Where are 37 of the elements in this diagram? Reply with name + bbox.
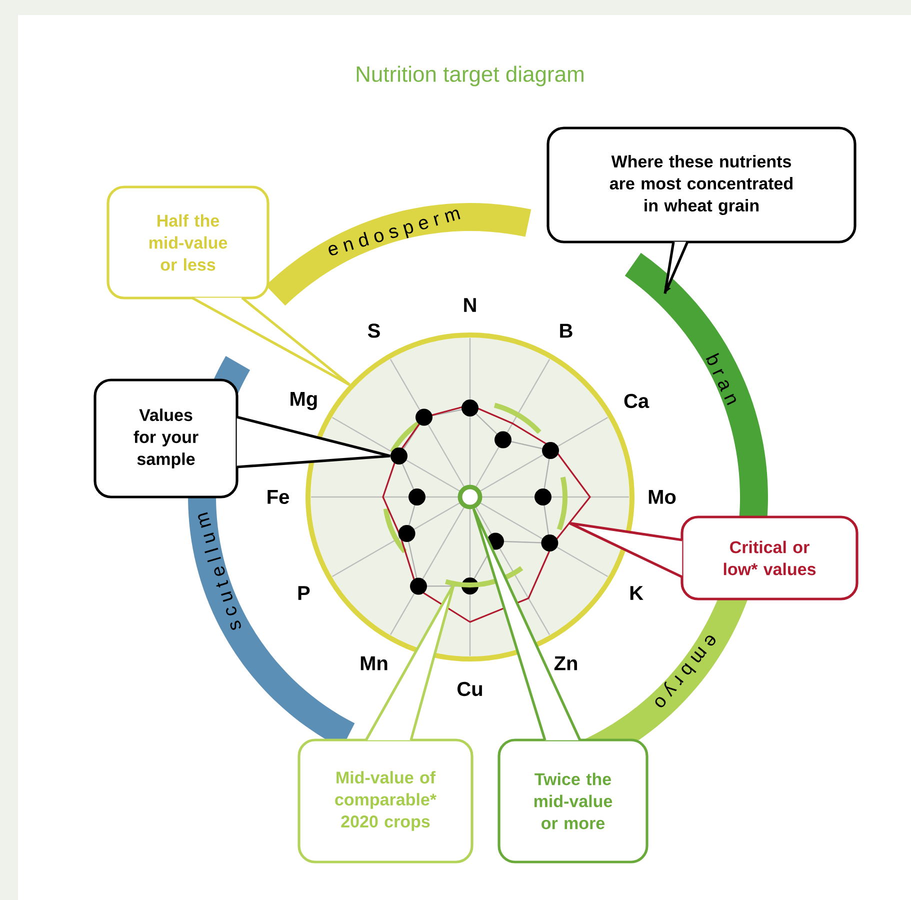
value-dot (462, 578, 478, 594)
callout-box: Where these nutrients are most concentrated in wheat grain (546, 126, 856, 244)
mid-value-arc (445, 579, 486, 588)
element-label: Mn (360, 656, 388, 670)
callout-pointer (190, 296, 351, 386)
critical-outline (382, 404, 591, 623)
value-dot (462, 400, 478, 416)
value-dot (410, 578, 427, 595)
value-dot (494, 431, 512, 448)
callout-pointer (472, 507, 582, 742)
callout-pointer (568, 522, 684, 578)
element-label: S (368, 324, 380, 338)
callout-pointer (236, 416, 392, 468)
element-label: P (298, 586, 310, 600)
value-dot (416, 408, 432, 426)
element-label: B (560, 324, 572, 338)
element-label: K (630, 586, 644, 600)
value-dot (487, 532, 504, 550)
value-dot (390, 448, 408, 464)
value-dot (398, 525, 416, 542)
element-label: Mg (290, 392, 317, 410)
element-label: Ca (624, 394, 650, 408)
element-label: Cu (458, 682, 482, 696)
element-label: Fe (268, 490, 289, 504)
value-dot (534, 488, 552, 506)
callout-box: Twice the mid-value or more (498, 738, 648, 864)
callout-box: Half the mid-value or less (106, 186, 270, 300)
callout-pointer (364, 582, 456, 742)
value-dot (408, 488, 426, 506)
callout-box: Mid-value of comparable* 2020 crops (298, 738, 474, 864)
value-dot (542, 442, 559, 459)
callout-pointer (664, 240, 689, 295)
title: Nutrition target diagram (356, 66, 584, 86)
element-label: Mo (648, 490, 676, 504)
callout-box: Values for your sample (94, 378, 238, 498)
value-dot (541, 534, 558, 552)
center-ring (458, 484, 482, 510)
